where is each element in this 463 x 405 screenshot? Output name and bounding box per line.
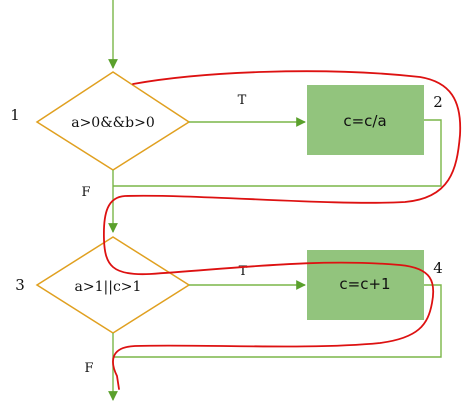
process-2-box [307,85,424,155]
process-2-text: c=c/a [343,112,386,130]
decision-3-text: a>1||c>1 [75,279,142,295]
false-label-1: F [81,185,90,200]
true-label-1: T [238,93,247,108]
decision-1-number: 1 [10,106,20,124]
execution-path-trace [103,70,462,390]
decision-1-text: a>0&&b>0 [71,115,155,131]
process-4-number: 4 [433,259,443,277]
true-label-3: T [239,264,248,279]
decision-3-number: 3 [15,276,25,294]
process-2-number: 2 [433,93,443,111]
false-label-3: F [84,361,93,376]
process-4-box [307,250,424,320]
process-4-text: c=c+1 [339,275,390,293]
return-path-2 [113,119,442,187]
